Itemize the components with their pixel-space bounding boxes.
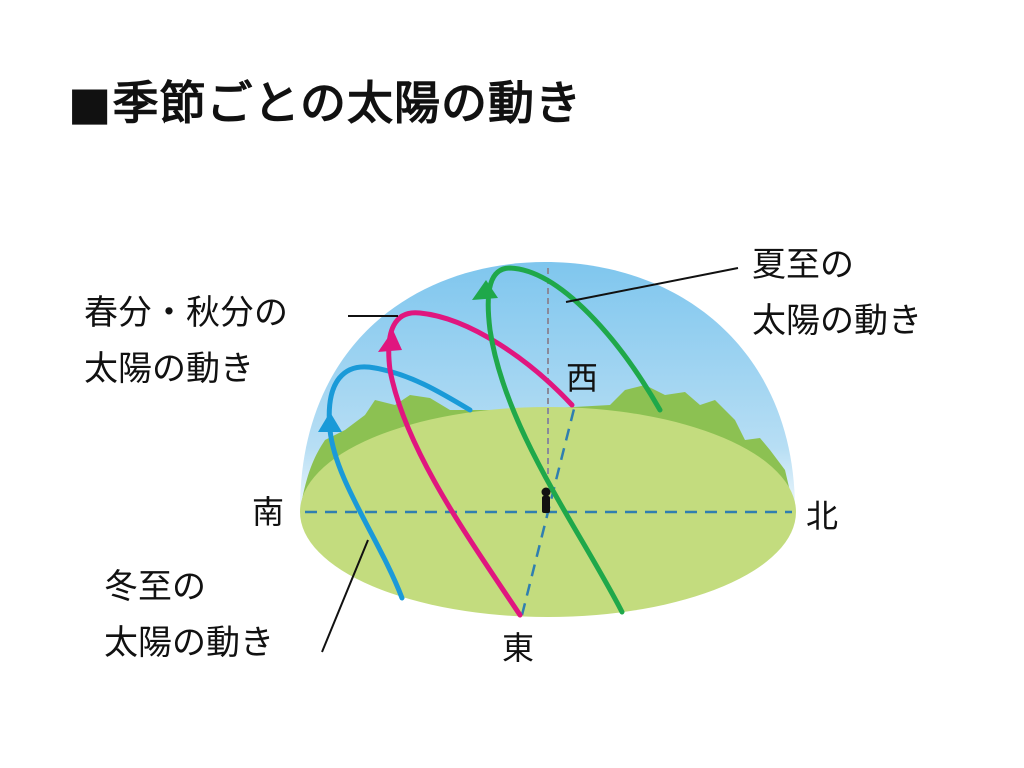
equinox-arrow-icon [378,330,402,352]
winter-label: 冬至の 太陽の動き [104,566,274,664]
direction-east: 東 [502,629,535,667]
winter-label-line2: 太陽の動き [104,623,274,663]
direction-west: 西 [566,359,599,397]
summer-label: 夏至の 太陽の動き [752,244,922,342]
equinox-label-line2: 太陽の動き [84,349,254,389]
page-title: ■季節ごとの太陽の動き [68,76,583,130]
summer-leader-line [565,267,739,303]
summer-arrow-icon [472,280,498,300]
summer-label-line1: 夏至の [752,245,854,285]
winter-sun-path [326,364,473,601]
winter-leader-line [321,539,369,653]
observer-icon [541,487,551,513]
direction-north: 北 [806,497,839,535]
winter-label-line1: 冬至の [104,567,206,607]
winter-arrow-icon [318,412,342,432]
equinox-label-line1: 春分・秋分の [84,293,288,333]
summer-label-line2: 太陽の動き [752,301,922,341]
equinox-label: 春分・秋分の 太陽の動き [84,292,288,390]
direction-south: 南 [252,493,285,531]
